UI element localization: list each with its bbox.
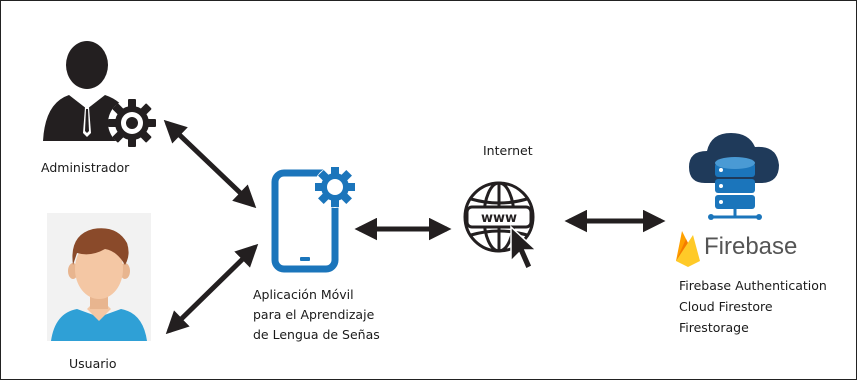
user-label: Usuario: [69, 356, 117, 371]
app-label-line3: de Lengua de Señas: [253, 327, 380, 342]
arrow-user-app: [165, 243, 259, 335]
firebase-service-firestore: Cloud Firestore: [679, 299, 773, 314]
app-label-line1: Aplicación Móvil: [253, 287, 354, 302]
firebase-logo-text: Firebase: [704, 233, 798, 260]
firebase-flame-icon: [676, 231, 700, 267]
user-avatar-icon: [47, 213, 151, 341]
arrow-admin-app: [163, 119, 257, 209]
www-globe-icon: www: [463, 181, 538, 271]
admin-gear-icon: [43, 41, 156, 147]
mobile-gear-icon: [271, 166, 356, 273]
cloud-database-icon: [689, 133, 779, 220]
admin-label: Administrador: [41, 160, 130, 175]
firebase-service-storage: Firestorage: [679, 320, 749, 335]
firebase-service-auth: Firebase Authentication: [679, 278, 827, 293]
svg-text:www: www: [481, 211, 517, 226]
app-label-line2: para el Aprendizaje: [253, 307, 375, 322]
internet-label: Internet: [483, 143, 533, 158]
